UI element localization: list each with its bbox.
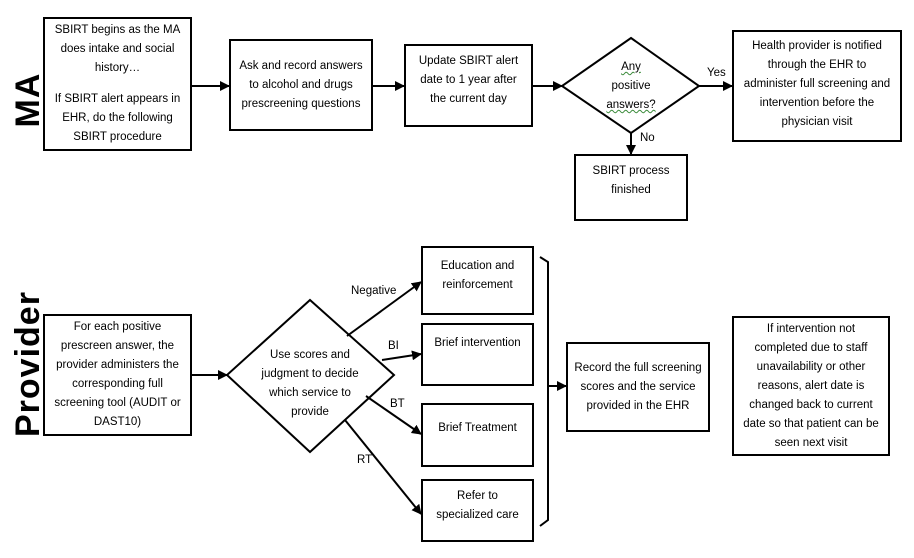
finished-text: SBIRT process finished (592, 165, 670, 196)
lane-label-ma: MA (9, 72, 47, 128)
negative-label: Negative (351, 285, 397, 297)
brief-intervention-box: Brief intervention (421, 323, 534, 386)
arrow-negative (346, 281, 422, 337)
brief-treatment-text: Brief Treatment (438, 422, 517, 434)
finished-box: SBIRT process finished (574, 154, 688, 221)
decision-diamond-service (225, 298, 396, 454)
decision-any-positive-text: Any positive answers? (588, 58, 674, 115)
note-text: If intervention not completed due to sta… (743, 322, 879, 449)
grouping-bracket (539, 256, 549, 527)
ma-start-text-1: SBIRT begins as the MA does intake and s… (54, 24, 181, 74)
education-box: Education and reinforcement (421, 246, 534, 315)
arrow-bt (365, 395, 422, 435)
prescreen-box: Ask and record answers to alcohol and dr… (229, 39, 373, 131)
update-alert-box: Update SBIRT alert date to 1 year after … (404, 44, 533, 127)
refer-box: Refer to specialized care (421, 479, 534, 542)
arrow-bi (381, 350, 422, 361)
notify-text: Health provider is notified through the … (743, 40, 891, 128)
ma-start-box: SBIRT begins as the MA does intake and s… (43, 17, 192, 151)
refer-text: Refer to specialized care (436, 490, 519, 521)
bt-label: BT (390, 398, 405, 410)
decision-positive-text: positive (611, 80, 651, 92)
record-box: Record the full screening scores and the… (566, 342, 710, 432)
education-text: Education and reinforcement (440, 260, 515, 291)
prescreen-text: Ask and record answers to alcohol and dr… (239, 59, 363, 110)
rt-label: RT (357, 454, 373, 466)
administer-box: For each positive prescreen answer, the … (43, 314, 192, 436)
notify-box: Health provider is notified through the … (732, 30, 902, 142)
brief-treatment-box: Brief Treatment (421, 403, 534, 467)
arrow-rt (344, 419, 422, 515)
administer-text: For each positive prescreen answer, the … (54, 321, 181, 428)
brief-intervention-text: Brief intervention (434, 337, 521, 349)
ma-start-text-2: If SBIRT alert appears in EHR, do the fo… (54, 93, 181, 143)
bi-label: BI (388, 340, 399, 352)
yes-label: Yes (707, 67, 726, 79)
note-box: If intervention not completed due to sta… (732, 316, 890, 456)
decision-answers-text: answers? (606, 99, 656, 111)
record-text: Record the full screening scores and the… (574, 361, 702, 412)
no-label: No (640, 132, 655, 144)
update-alert-text: Update SBIRT alert date to 1 year after … (418, 55, 519, 105)
decision-any-text: Any (621, 61, 641, 73)
service-decision-text: Use scores and judgment to decide which … (261, 349, 359, 418)
lane-label-provider: Provider (9, 291, 47, 437)
